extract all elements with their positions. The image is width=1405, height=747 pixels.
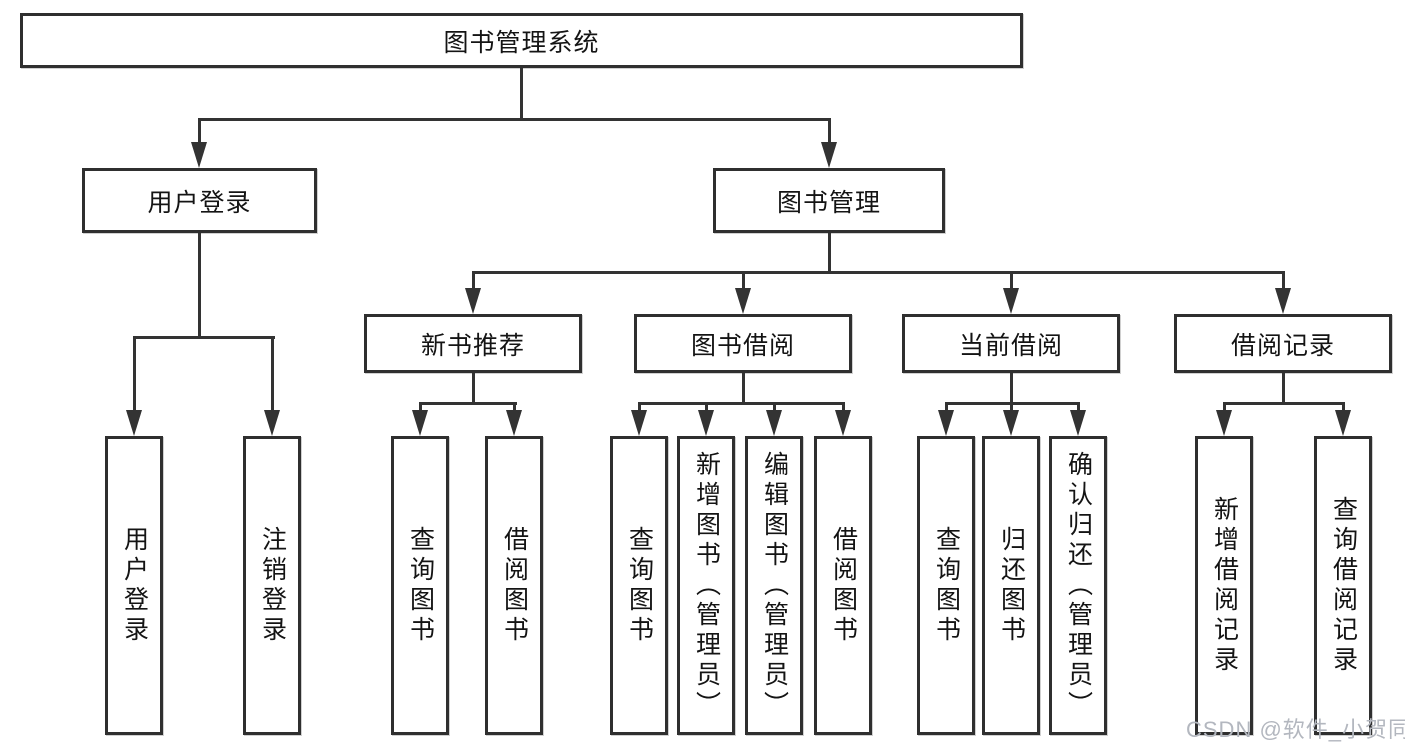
connector-leaf-stem [945, 402, 948, 416]
leaf-logout: 注销登录 [243, 436, 301, 735]
leaf-return-book: 归还图书 [982, 436, 1040, 735]
connector-leaf-stem [1010, 402, 1013, 416]
node-library-system: 图书管理系统 [20, 13, 1023, 68]
leaf-confirm-return-admin: 确认归还（管理员） [1049, 436, 1107, 735]
connector-new-book-stem [472, 271, 475, 291]
arrow-to-leaf-borrow-books-2 [835, 410, 851, 436]
connector-leaf-stem [705, 402, 708, 416]
arrow-to-current-borrow [1003, 288, 1019, 314]
connector-borrow-records-stem [1282, 271, 1285, 291]
arrow-to-borrow-records [1275, 288, 1291, 314]
arrow-to-user-login [191, 142, 207, 168]
connector-borrow-records-hline [1223, 402, 1345, 405]
connector-book-mgmt-down [828, 233, 831, 273]
arrow-to-leaf-confirm-return [1070, 410, 1086, 436]
leaf-add-borrow-record: 新增借阅记录 [1195, 436, 1253, 735]
leaf-edit-book-admin: 编辑图书（管理员） [745, 436, 803, 735]
connector-user-login-down [198, 233, 201, 339]
connector-leaf-stem [773, 402, 776, 416]
connector-new-book-hline [419, 402, 517, 405]
connector-leaf-stem [1077, 402, 1080, 416]
connector-leaf-stem [1342, 402, 1345, 416]
arrow-to-book-mgmt [821, 142, 837, 168]
leaf-add-book-admin: 新增图书（管理员） [677, 436, 735, 735]
node-borrow-records: 借阅记录 [1174, 314, 1392, 373]
connector-leaf-stem [842, 402, 845, 416]
connector-new-book-down [472, 373, 475, 405]
leaf-query-books-2: 查询图书 [610, 436, 668, 735]
arrow-to-leaf-edit-book [766, 410, 782, 436]
arrow-to-leaf-query-borrow-record [1335, 410, 1351, 436]
node-new-book-recommend: 新书推荐 [364, 314, 582, 373]
arrow-to-new-book-recommend [465, 288, 481, 314]
arrow-to-leaf-borrow-books-1 [506, 410, 522, 436]
arrow-to-leaf-logout [264, 410, 280, 436]
connector-root-stem [520, 68, 523, 120]
leaf-query-books-1: 查询图书 [391, 436, 449, 735]
connector-leaf-stem [419, 402, 422, 416]
connector-leaf-stem [513, 402, 516, 416]
connector-leaf-stem [638, 402, 641, 416]
node-user-login: 用户登录 [82, 168, 317, 233]
arrow-to-leaf-query-books-1 [412, 410, 428, 436]
leaf-borrow-books-1: 借阅图书 [485, 436, 543, 735]
node-book-borrow: 图书借阅 [634, 314, 852, 373]
node-current-borrow: 当前借阅 [902, 314, 1120, 373]
arrow-to-leaf-query-books-3 [938, 410, 954, 436]
connector-leaf-user-login-stem [133, 336, 136, 414]
connector-book-mgmt-stem [828, 118, 831, 146]
node-book-management: 图书管理 [713, 168, 945, 233]
connector-book-borrow-hline [638, 402, 845, 405]
arrow-to-leaf-add-borrow-record [1216, 410, 1232, 436]
arrow-to-leaf-add-book [698, 410, 714, 436]
connector-level2-hline [198, 118, 831, 121]
connector-level3-hline [472, 271, 1285, 274]
arrow-to-leaf-return-book [1003, 410, 1019, 436]
connector-book-borrow-stem [742, 271, 745, 291]
connector-book-borrow-down [742, 373, 745, 405]
connector-current-borrow-stem [1010, 271, 1013, 291]
arrow-to-leaf-user-login [126, 410, 142, 436]
leaf-borrow-books-2: 借阅图书 [814, 436, 872, 735]
csdn-watermark: CSDN @软件_小贺同学 [1186, 717, 1405, 742]
connector-user-login-stem [198, 118, 201, 146]
arrow-to-leaf-query-books-2 [631, 410, 647, 436]
leaf-query-books-3: 查询图书 [917, 436, 975, 735]
connector-current-borrow-down [1010, 373, 1013, 405]
connector-borrow-records-down [1282, 373, 1285, 405]
leaf-query-borrow-record: 查询借阅记录 [1314, 436, 1372, 735]
connector-user-login-hline [134, 336, 275, 339]
leaf-user-login: 用户登录 [105, 436, 163, 735]
connector-leaf-stem [1223, 402, 1226, 416]
connector-leaf-logout-stem [271, 336, 274, 414]
arrow-to-book-borrow [735, 288, 751, 314]
